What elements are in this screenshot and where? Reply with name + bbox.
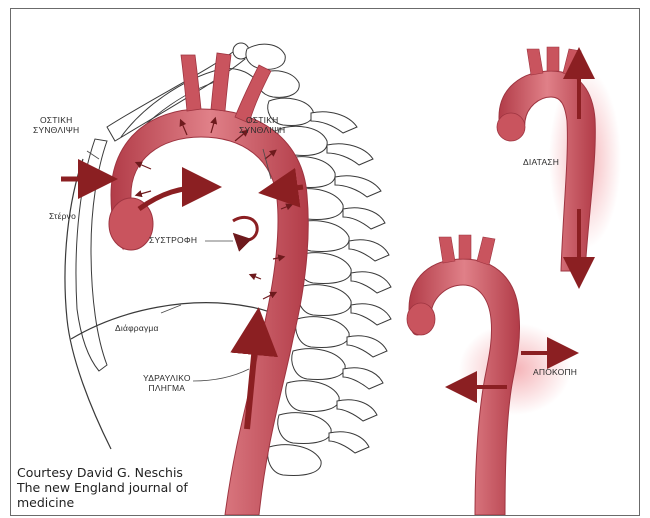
label-diaphragm: Διάφραγμα (115, 323, 159, 333)
figure-frame: ΟΣΤΙΚΗ ΣΥΝΘΛΙΨΗ ΟΣΤΙΚΗ ΣΥΝΘΛΙΨΗ Στέρνο Σ… (10, 8, 640, 516)
label-stretch: ΔΙΑΤΑΣΗ (523, 157, 559, 167)
caption-line: Courtesy David G. Neschis (17, 465, 188, 480)
label-shear: ΑΠΟΚΟΠΗ (533, 367, 577, 377)
sternum-bone (76, 139, 107, 371)
aortic-injury-illustration (11, 9, 639, 515)
label-text: ΠΛΗΓΜΑ (143, 383, 191, 393)
label-text: ΣΥΝΘΛΙΨΗ (239, 125, 285, 135)
chest-scene (61, 43, 391, 515)
label-sternum: Στέρνο (49, 211, 76, 221)
caption-line: medicine (17, 495, 188, 510)
label-text: ΟΣΤΙΚΗ (33, 115, 79, 125)
caption-line: The new England journal of (17, 480, 188, 495)
label-bone-compression-right: ΟΣΤΙΚΗ ΣΥΝΘΛΙΨΗ (239, 115, 285, 135)
label-text: ΣΥΝΘΛΙΨΗ (33, 125, 79, 135)
label-bone-compression-left: ΟΣΤΙΚΗ ΣΥΝΘΛΙΨΗ (33, 115, 79, 135)
credit-caption: Courtesy David G. Neschis The new Englan… (17, 465, 188, 510)
label-torsion: ΣΥΣΤΡΟΦΗ (149, 235, 197, 245)
torsion-arrow (233, 217, 257, 240)
label-text: ΥΔΡΑΥΛΙΚΟ (143, 373, 191, 383)
inner-arrow (139, 187, 207, 209)
label-hydraulic-blow: ΥΔΡΑΥΛΙΚΟ ΠΛΗΓΜΑ (143, 373, 191, 393)
label-text: ΟΣΤΙΚΗ (239, 115, 285, 125)
